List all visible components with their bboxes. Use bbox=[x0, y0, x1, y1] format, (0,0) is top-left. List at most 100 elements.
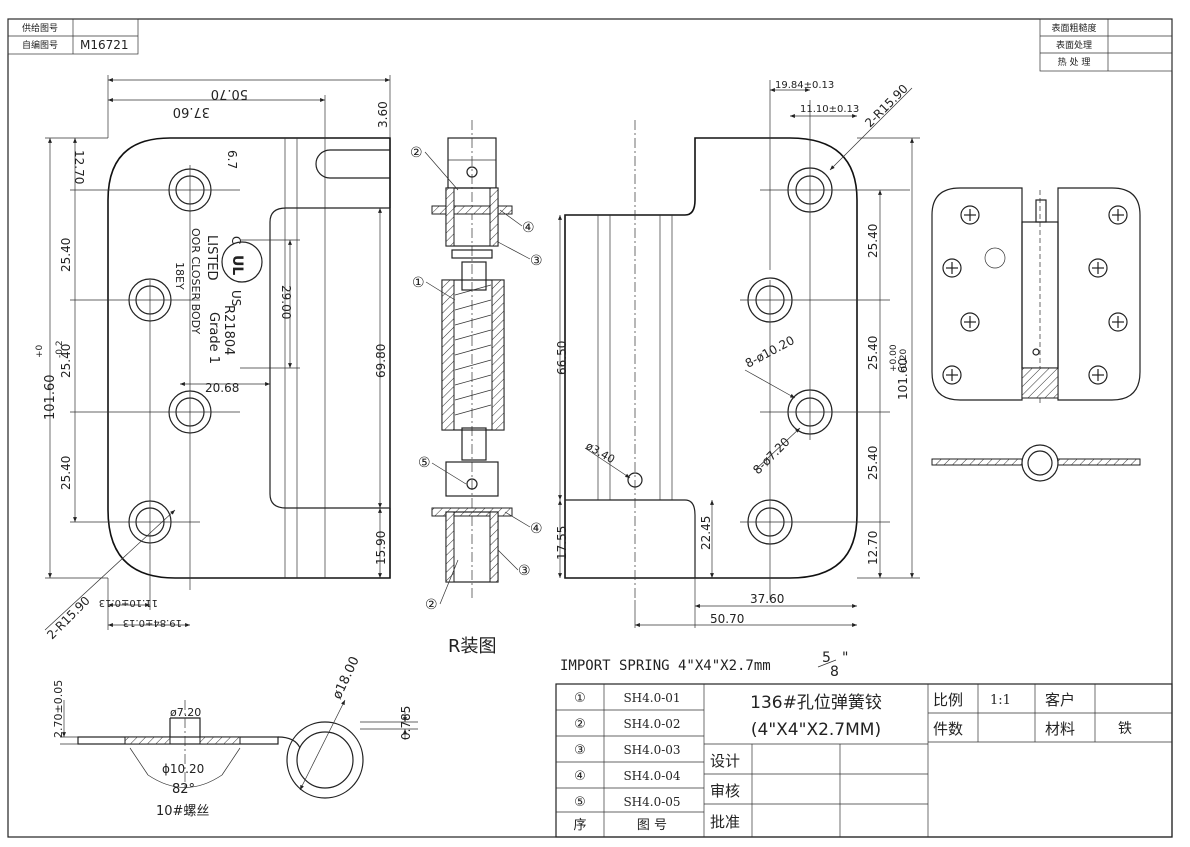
right-dim-5070: 50.70 bbox=[710, 612, 744, 626]
section-dim-1020: ϕ10.20 bbox=[162, 762, 204, 776]
label-design: 设计 bbox=[710, 752, 740, 770]
left-dim-1110: 11.10±0.13 bbox=[99, 597, 158, 608]
ul-beys: 18EY bbox=[173, 262, 186, 290]
left-dim-tol-up: +0 bbox=[35, 344, 45, 358]
balloon-5: ⑤ bbox=[418, 455, 431, 471]
spring-assembly: ② ④ ③ ① ⑤ ④ ③ ② R装图 bbox=[410, 120, 543, 657]
right-dim-1755: 17.55 bbox=[555, 526, 569, 560]
label-approve: 批准 bbox=[710, 813, 740, 831]
left-dim-tol-dn: -0.2 bbox=[55, 340, 65, 358]
corner-right-label-3: 热 处 理 bbox=[1058, 56, 1091, 68]
corner-left-label-2: 自编图号 bbox=[22, 39, 58, 51]
balloon-3-top: ③ bbox=[530, 253, 543, 269]
left-dim-height: 101.60 bbox=[43, 375, 58, 421]
part-no-5: ⑤ bbox=[574, 795, 586, 810]
corner-right-label-2: 表面处理 bbox=[1056, 39, 1092, 51]
ul-body: OOR CLOSER BODY bbox=[189, 228, 202, 334]
right-dim-radius: 2-R15.90 bbox=[862, 82, 911, 131]
part-no-1: ① bbox=[574, 691, 586, 706]
part-code-1: SH4.0-01 bbox=[623, 691, 680, 705]
right-dim-6650: 66.50 bbox=[555, 341, 569, 375]
right-hinge-leaf-view: 19.84±0.13 11.10±0.13 2-R15.90 101.60 +0… bbox=[555, 80, 920, 628]
label-scale: 比例 bbox=[933, 691, 963, 709]
right-dim-2245: 22.45 bbox=[699, 516, 713, 550]
left-dim-2540b: 25.40 bbox=[59, 344, 73, 378]
corner-table-right: 表面粗糙度 表面处理 热 处 理 bbox=[1039, 18, 1173, 72]
ul-grade: Grade 1 bbox=[206, 312, 221, 364]
section-angle: 82° bbox=[172, 782, 195, 797]
bottom-section-view: 2.70±0.05 ø7.20 ϕ10.20 82° 10#螺丝 ø18.00 … bbox=[52, 654, 418, 819]
right-dim-tol-dn: -0.20 bbox=[899, 348, 909, 372]
section-dim-720: ø7.20 bbox=[170, 706, 201, 719]
left-dim-radius: 2-R15.90 bbox=[44, 594, 93, 643]
left-dim-50: 50.70 bbox=[211, 86, 248, 101]
right-dim-1270: 12.70 bbox=[866, 531, 880, 565]
part-no-4: ④ bbox=[574, 769, 586, 784]
ul-us: US bbox=[229, 290, 243, 306]
left-dim-2540a: 25.40 bbox=[59, 238, 73, 272]
section-dim-270: 2.70±0.05 bbox=[52, 680, 65, 738]
left-dim-slot: 6.7 bbox=[225, 150, 239, 169]
left-dim-198: 19.84±0.13 bbox=[123, 617, 182, 628]
part-code-2: SH4.0-02 bbox=[623, 717, 680, 731]
right-dim-2540a: 25.40 bbox=[866, 224, 880, 258]
right-dim-2540c: 25.40 bbox=[866, 446, 880, 480]
drawing-number: M16721 bbox=[80, 38, 129, 52]
left-dim-6980: 69.80 bbox=[374, 344, 388, 378]
part-code-5: SH4.0-05 bbox=[623, 795, 680, 809]
left-hinge-leaf-view: 50.70 37.60 3.60 6.7 69.80 15.90 29.00 2… bbox=[35, 75, 391, 643]
left-dim-2540c: 25.40 bbox=[59, 456, 73, 490]
balloon-2-top: ② bbox=[410, 145, 423, 161]
left-dim-37: 37.60 bbox=[173, 104, 210, 119]
title-line-2: (4"X4"X2.7MM) bbox=[751, 720, 881, 740]
balloon-3-bot: ③ bbox=[518, 563, 531, 579]
label-count: 件数 bbox=[933, 720, 963, 738]
balloon-1: ① bbox=[412, 275, 425, 291]
small-hinge-view bbox=[931, 187, 1141, 405]
right-dim-holes2: 8-ø7.20 bbox=[750, 435, 792, 477]
spring-frac-den: 8 bbox=[830, 664, 839, 680]
corner-table-left: 供给图号 自编图号 M16721 bbox=[7, 18, 139, 55]
right-dim-2540b: 25.40 bbox=[866, 336, 880, 370]
ul-c: C bbox=[229, 236, 243, 244]
left-dim-360: 3.60 bbox=[376, 101, 390, 128]
part-no-3: ③ bbox=[574, 743, 586, 758]
right-dim-1110: 11.10±0.13 bbox=[800, 104, 859, 115]
ul-stamp: UL C US R21804 LISTED Grade 1 OOR CLOSER… bbox=[173, 228, 263, 364]
title-line-1: 136#孔位弹簧铰 bbox=[750, 693, 882, 713]
corner-left-label-1: 供给图号 bbox=[22, 22, 58, 34]
section-dim-18: ø18.00 bbox=[330, 654, 363, 701]
right-dim-1984: 19.84±0.13 bbox=[775, 80, 834, 91]
balloon-4-top: ④ bbox=[522, 220, 535, 236]
part-no-2: ② bbox=[574, 717, 586, 732]
spring-frac-mark: " bbox=[842, 650, 848, 666]
part-code-4: SH4.0-04 bbox=[623, 769, 680, 783]
section-screw: 10#螺丝 bbox=[156, 804, 209, 819]
ul-listed: LISTED bbox=[204, 235, 219, 281]
title-block: ① ② ③ ④ ⑤ 序 SH4.0-01 SH4.0-02 SH4.0-03 S… bbox=[555, 683, 1173, 838]
right-dim-3760: 37.60 bbox=[750, 592, 784, 606]
balloon-2-bot: ② bbox=[425, 597, 438, 613]
part-code-3: SH4.0-03 bbox=[623, 743, 680, 757]
spring-frac-num: 5 bbox=[822, 650, 831, 666]
corner-right-label-1: 表面粗糙度 bbox=[1051, 22, 1096, 34]
ul-mark: UL bbox=[229, 255, 245, 275]
header-no: 序 bbox=[573, 818, 586, 833]
small-section-view bbox=[931, 444, 1141, 482]
spring-note: IMPORT SPRING 4"X4"X2.7mm 5 8 " bbox=[560, 650, 848, 680]
assembly-caption: R装图 bbox=[448, 636, 497, 657]
right-dim-tol-up: +0.00 bbox=[889, 344, 899, 372]
right-dim-height: 101.60 bbox=[896, 358, 910, 400]
label-material: 材料 bbox=[1045, 720, 1075, 738]
value-scale: 1:1 bbox=[990, 693, 1011, 708]
spring-note-text: IMPORT SPRING 4"X4"X2.7mm bbox=[560, 658, 771, 674]
left-dim-1270: 12.70 bbox=[72, 150, 86, 184]
label-review: 审核 bbox=[710, 782, 740, 800]
header-code: 图 号 bbox=[637, 818, 667, 833]
left-dim-1590: 15.90 bbox=[374, 531, 388, 565]
section-dim-785: 0.785 bbox=[399, 706, 413, 740]
ul-code: R21804 bbox=[221, 305, 236, 355]
left-dim-2068: 20.68 bbox=[205, 381, 239, 395]
torsion-spring bbox=[441, 279, 505, 431]
